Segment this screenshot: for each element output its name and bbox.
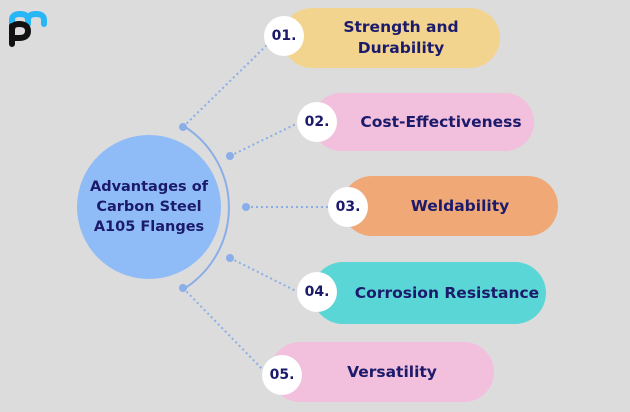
item-1-label: Strength and Durability bbox=[343, 18, 459, 57]
item-5-number: 05. bbox=[262, 355, 302, 395]
item-3-label: Weldability bbox=[410, 196, 510, 215]
item-1-pill: Strength and Durability bbox=[282, 8, 500, 68]
item-1-number: 01. bbox=[264, 16, 304, 56]
item-2-number: 02. bbox=[297, 102, 337, 142]
item-4-number: 04. bbox=[297, 272, 337, 312]
item-4-pill: Corrosion Resistance bbox=[312, 262, 546, 324]
item-2-pill: Cost-Effectiveness bbox=[312, 93, 534, 151]
center-topic-circle: Advantages of Carbon Steel A105 Flanges bbox=[77, 135, 221, 279]
center-title: Advantages of Carbon Steel A105 Flanges bbox=[89, 179, 209, 235]
pm-logo-icon bbox=[8, 10, 58, 48]
item-5-pill: Versatility bbox=[270, 342, 494, 402]
item-3-pill: Weldability bbox=[342, 176, 558, 236]
item-5-label: Versatility bbox=[347, 362, 437, 381]
item-3-number: 03. bbox=[328, 187, 368, 227]
item-4-label: Corrosion Resistance bbox=[354, 283, 540, 302]
item-2-label: Cost-Effectiveness bbox=[360, 112, 522, 131]
